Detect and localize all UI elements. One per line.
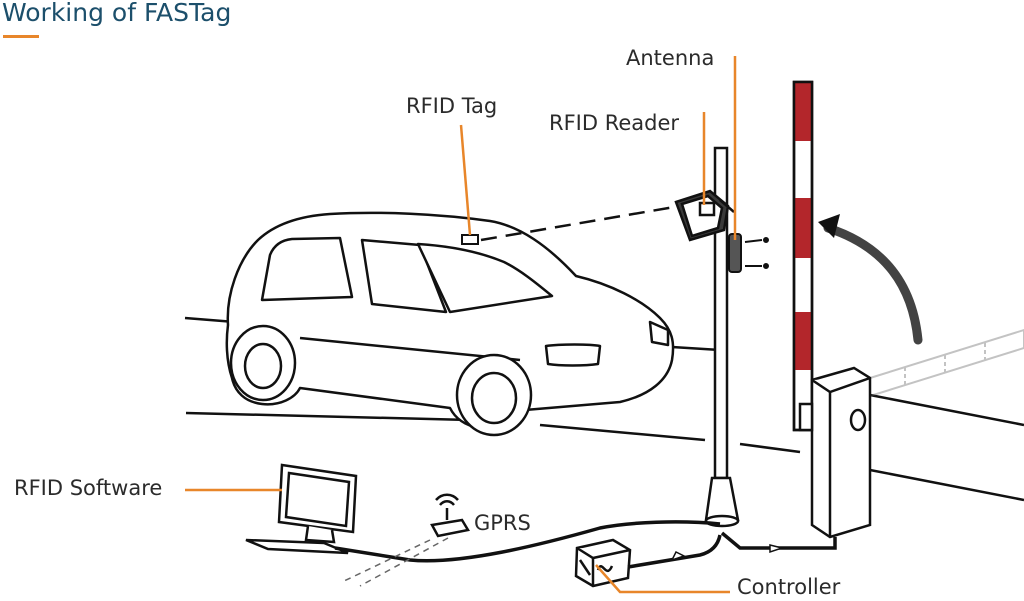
label-controller: Controller bbox=[737, 575, 841, 599]
label-antenna: Antenna bbox=[626, 46, 715, 70]
router-icon bbox=[430, 493, 470, 538]
car-icon bbox=[225, 211, 675, 437]
monitor-icon bbox=[245, 463, 358, 555]
rfid-reader-icon bbox=[674, 189, 735, 242]
cables bbox=[334, 520, 837, 569]
title-underline bbox=[3, 35, 39, 38]
controller-icon bbox=[574, 538, 632, 588]
label-rfid-reader: RFID Reader bbox=[549, 111, 680, 135]
boom-horizontal-faded bbox=[869, 328, 1024, 398]
barrier-housing-icon bbox=[798, 366, 872, 539]
rfid-tag-icon bbox=[461, 234, 479, 245]
signal-line bbox=[480, 203, 687, 242]
wireless-lines bbox=[341, 537, 449, 587]
cable-arrows bbox=[670, 544, 785, 562]
label-rfid-tag: RFID Tag bbox=[406, 94, 498, 118]
label-gprs: GPRS bbox=[474, 511, 531, 535]
boom-barrier-icon bbox=[792, 80, 814, 432]
leader-lines bbox=[185, 56, 737, 594]
label-rfid-software: RFID Software bbox=[14, 476, 163, 500]
diagram-title: Working of FASTag bbox=[2, 0, 232, 27]
arrow-icon bbox=[818, 214, 923, 345]
antenna-icon bbox=[728, 233, 769, 273]
